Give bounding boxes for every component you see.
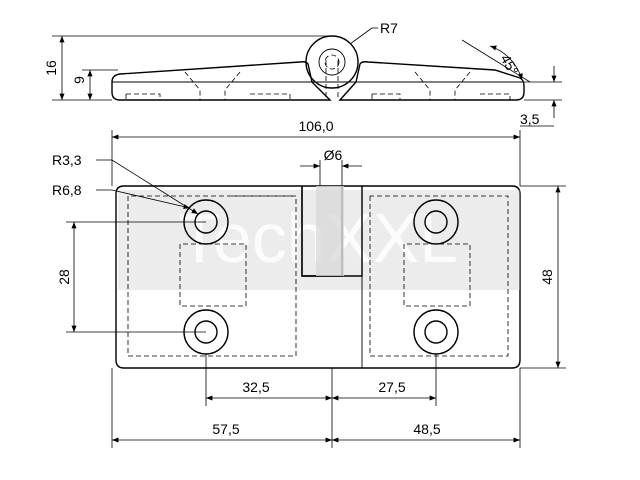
right-leaf-hidden-features: [369, 195, 509, 357]
left-leaf-hidden-features: [127, 195, 297, 357]
boss-bottom-right: [413, 309, 459, 355]
dim-3-5-label: 3,5: [520, 111, 540, 127]
dim-16-label: 16: [43, 60, 59, 76]
angle-label: 45°: [497, 52, 521, 78]
top-view: 106,0 TechXXL Ø6: [52, 118, 566, 448]
side-view-pin-inner: [324, 54, 340, 70]
dim-57-5-label: 57,5: [212, 421, 239, 437]
r3-3-label: R3,3: [52, 152, 82, 168]
side-view-right-leaf-outline: [338, 61, 525, 101]
pin-section: [316, 186, 344, 276]
hole-bottom-right: [413, 309, 459, 355]
side-view-pin-outer: [318, 48, 346, 76]
hole-top-right-bore: [424, 210, 448, 234]
hole-bottom-right-bore: [424, 320, 448, 344]
r6-8-leader: [96, 189, 191, 210]
boss-top-right: [413, 199, 459, 245]
dim-48-5-label: 48,5: [413, 421, 440, 437]
dim-106-label: 106,0: [298, 118, 333, 134]
side-view-knuckle: [305, 35, 359, 89]
r7-label: R7: [380, 20, 398, 36]
angle-ref-line: [461, 39, 531, 83]
side-view-hidden-holes: [125, 71, 511, 100]
r3-3-leader: [96, 159, 199, 215]
r6-8-label: R6,8: [52, 182, 82, 198]
dim-28-label: 28: [56, 269, 72, 285]
dim-pin-label: Ø6: [324, 147, 343, 163]
side-view: 16 9 R7 45° 3,5: [43, 20, 562, 127]
dim-48-label: 48: [539, 269, 555, 285]
r7-leader: [349, 27, 373, 45]
hole-top-right: [413, 199, 459, 245]
dim-9-label: 9: [71, 76, 87, 84]
dim-27-5-label: 27,5: [378, 379, 405, 395]
dim-32-5-label: 32,5: [242, 379, 269, 395]
